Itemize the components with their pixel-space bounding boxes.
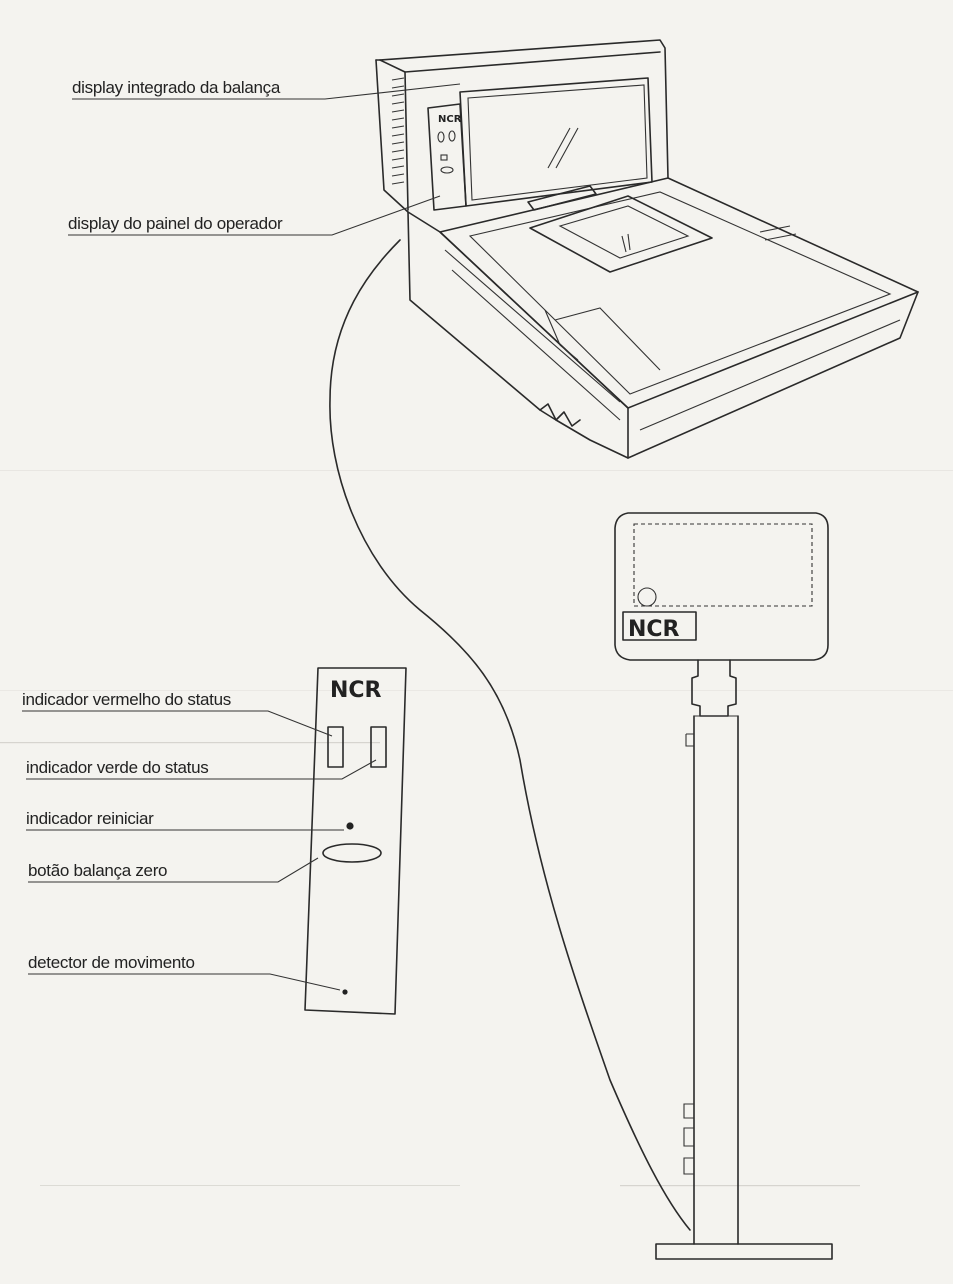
label-indicador-reiniciar: indicador reiniciar bbox=[26, 809, 154, 828]
callout-indicador-reiniciar: indicador reiniciar bbox=[26, 809, 344, 831]
operator-panel: NCR bbox=[304, 667, 407, 1015]
callout-indicador-verde: indicador verde do status bbox=[26, 758, 377, 780]
cable bbox=[329, 239, 691, 1231]
pole-logo: NCR bbox=[628, 617, 680, 642]
red-status-indicator bbox=[327, 726, 344, 768]
callout-display-integrado: display integrado da balança bbox=[72, 78, 461, 100]
scale-zero-button[interactable] bbox=[322, 843, 382, 863]
reset-indicator bbox=[346, 822, 354, 830]
callout-indicador-vermelho: indicador vermelho do status bbox=[22, 690, 333, 737]
label-display-integrado: display integrado da balança bbox=[72, 78, 281, 97]
label-indicador-verde: indicador verde do status bbox=[26, 758, 208, 777]
pole-display: NCR bbox=[614, 512, 833, 1260]
green-status-indicator bbox=[370, 726, 387, 768]
callout-botao-zero: botão balança zero bbox=[28, 857, 319, 883]
scanner-scale-unit: NCR bbox=[375, 39, 919, 459]
callout-detector-movimento: detector de movimento bbox=[28, 953, 341, 991]
panel-logo: NCR bbox=[330, 678, 382, 703]
motion-detector bbox=[342, 989, 348, 995]
label-indicador-vermelho: indicador vermelho do status bbox=[22, 690, 231, 709]
label-botao-zero: botão balança zero bbox=[28, 861, 167, 880]
label-display-painel: display do painel do operador bbox=[68, 214, 283, 233]
label-detector-movimento: detector de movimento bbox=[28, 953, 195, 972]
callout-display-painel: display do painel do operador bbox=[68, 195, 441, 236]
tower-logo-icon: NCR bbox=[438, 114, 462, 125]
scan-noise bbox=[0, 470, 953, 1187]
